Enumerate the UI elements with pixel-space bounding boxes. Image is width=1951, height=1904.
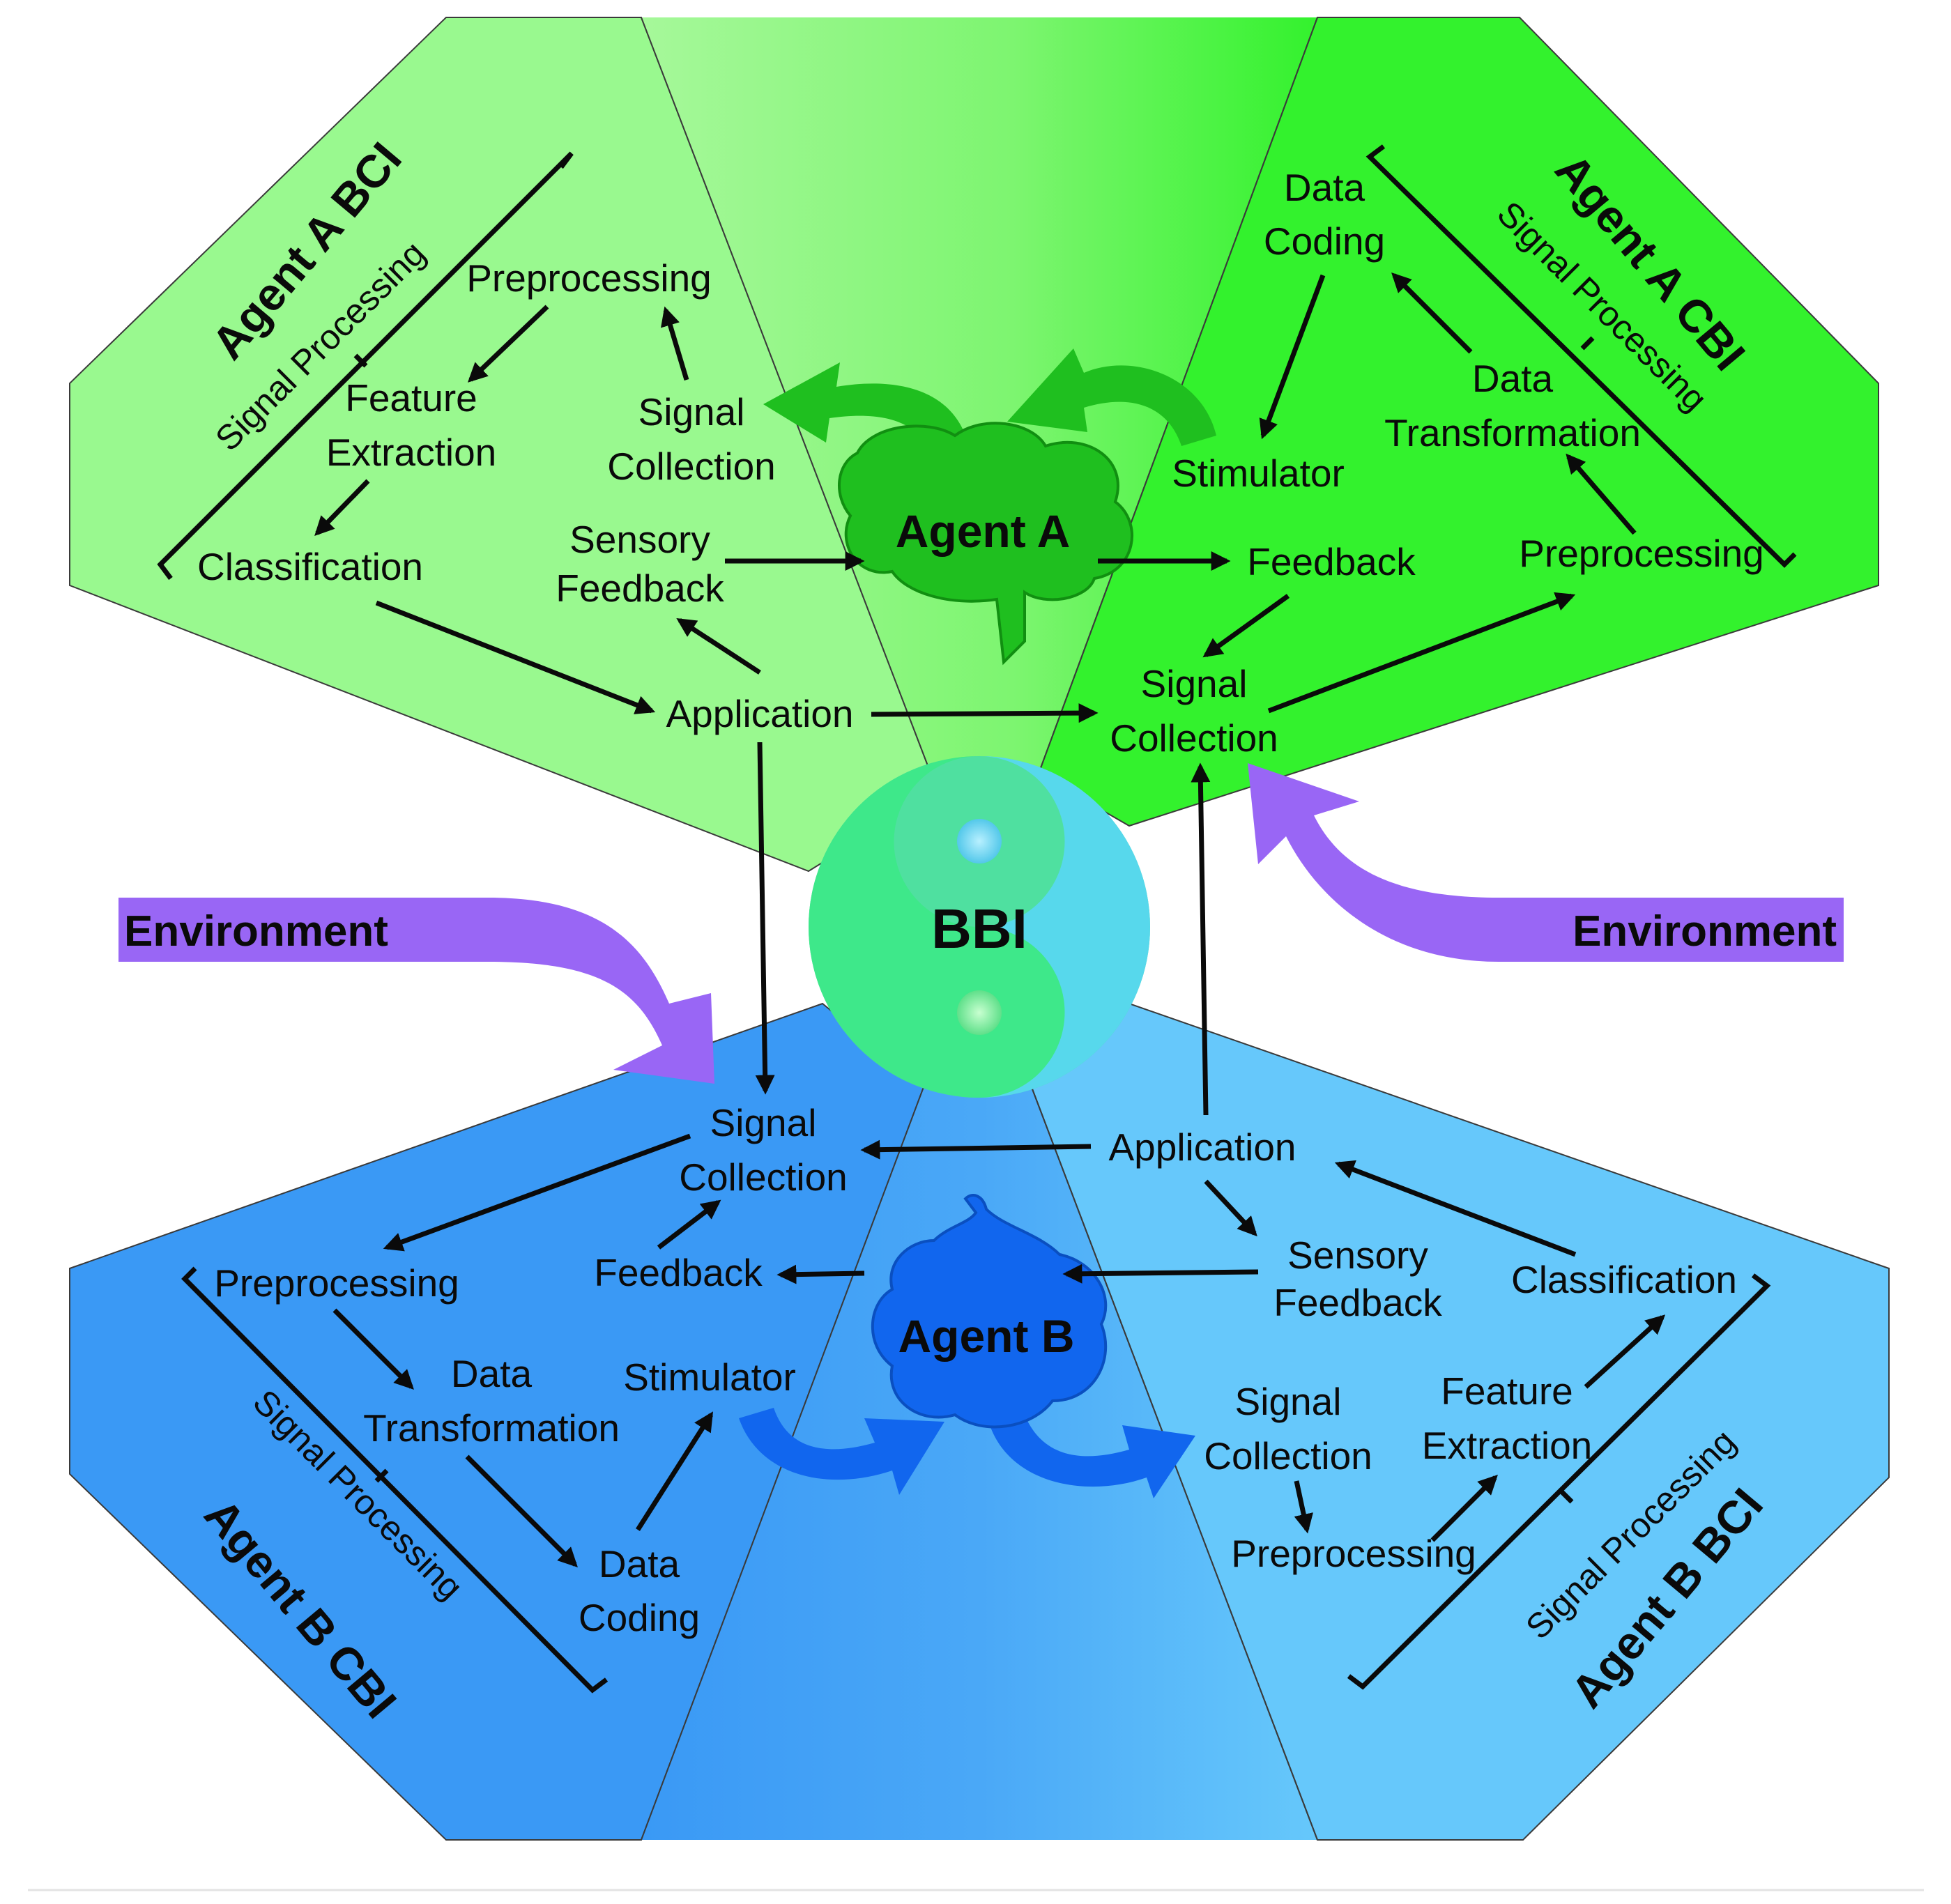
- agent-a-bci-signal-collection-2: Collection: [607, 445, 776, 488]
- arrow-b-pre-to-transform: [332, 1308, 414, 1390]
- arrow-a-app-to-b-sigcol: [755, 742, 775, 1095]
- agent-a-cbi-data-coding-1: Data: [1284, 166, 1365, 209]
- agent-b-cbi-signal-collection-1: Signal: [710, 1101, 817, 1144]
- agent-a-bci-sensory-feedback-2: Feedback: [556, 567, 724, 610]
- agent-a-bci-signal-collection-1: Signal: [638, 390, 745, 433]
- agent-b-cbi-data-coding-2: Coding: [579, 1596, 700, 1639]
- arrow-b-transform-to-coding: [465, 1454, 578, 1567]
- agent-b-cbi-data-coding-1: Data: [599, 1542, 680, 1586]
- agent-b-cbi-data-transformation-1: Data: [451, 1352, 533, 1395]
- agent-b-bci-sensory-feedback-2: Feedback: [1273, 1281, 1442, 1324]
- agent-a-cbi-signal-collection-1: Signal: [1141, 662, 1248, 705]
- agent-a-cbi-signal-collection-2: Collection: [1110, 716, 1278, 760]
- arrow-b-app-to-sigcol: [860, 1139, 1092, 1160]
- agent-b-curved-arrow-left: [739, 1408, 944, 1495]
- environment-arrow-left: Environment: [118, 898, 714, 1084]
- environment-label-left: Environment: [124, 907, 388, 955]
- environment-arrow-right: Environment: [1248, 763, 1844, 962]
- agent-a-curved-arrow-left: [763, 362, 969, 460]
- arrow-b-sensory-to-brain: [1062, 1264, 1259, 1284]
- arrow-b-brain-to-feedback: [776, 1264, 865, 1284]
- agent-a-curved-arrow-right: [1007, 348, 1216, 446]
- arrow-a-sigcol-to-pre: [661, 306, 689, 381]
- agent-b-cbi-feedback: Feedback: [594, 1251, 763, 1294]
- arrow-a-pre-to-feature: [467, 305, 549, 383]
- agent-a-cbi-data-transformation-1: Data: [1472, 357, 1554, 400]
- agent-a-bci-preprocessing: Preprocessing: [466, 256, 712, 300]
- agent-a-bci-feature-extraction-2: Extraction: [326, 431, 497, 474]
- agent-b-bci-signal-collection-1: Signal: [1235, 1380, 1342, 1423]
- arrow-b-feature-to-class: [1584, 1314, 1666, 1389]
- agent-b-curved-arrows: [739, 1408, 1195, 1498]
- agent-a-bci-classification: Classification: [197, 545, 423, 588]
- arrow-a-pre-to-transform: [1566, 453, 1637, 535]
- agent-a-bci-feature-extraction-1: Feature: [345, 376, 477, 420]
- agent-a-center-region: [641, 17, 1317, 791]
- arrow-b-sigcol-to-pre: [1294, 1480, 1313, 1534]
- agent-a-bci-application: Application: [666, 692, 853, 735]
- agent-b-cbi-data-transformation-2: Transformation: [363, 1406, 620, 1450]
- arrow-a-coding-to-stim: [1259, 274, 1326, 440]
- agent-a-curved-arrows: [763, 348, 1216, 460]
- arrow-a-feedback-to-sigcol: [1202, 594, 1290, 658]
- agent-a-bci-sensory-feedback-1: Sensory: [569, 518, 710, 561]
- agent-b-label: Agent B: [898, 1310, 1075, 1362]
- arrow-a-app-to-cbi-sigcol: [871, 703, 1099, 723]
- agent-b-cbi-stimulator: Stimulator: [623, 1356, 796, 1399]
- agent-b-brain: Agent B: [871, 1194, 1108, 1429]
- arrow-b-coding-to-stim: [636, 1411, 714, 1531]
- agent-b-bci-classification: Classification: [1511, 1258, 1737, 1301]
- agent-a-cbi-data-coding-2: Coding: [1264, 220, 1385, 263]
- arrow-a-transform-to-coding: [1391, 272, 1473, 354]
- agent-a-bci-bracket: [157, 151, 574, 581]
- agent-b-center-region: [641, 1087, 1317, 1840]
- bbi-dot-top: [957, 819, 1002, 863]
- agent-b-bci-feature-extraction-1: Feature: [1441, 1369, 1573, 1413]
- agent-b-bci-signal-collection-2: Collection: [1204, 1434, 1372, 1477]
- agent-b-cbi-preprocessing: Preprocessing: [214, 1261, 459, 1305]
- arrow-b-pre-to-feature: [1430, 1475, 1498, 1542]
- bbi-label: BBI: [931, 898, 1027, 960]
- arrow-a-app-to-sensory: [676, 617, 761, 675]
- bbi-dot-bottom: [957, 990, 1002, 1035]
- agent-a-cbi-stimulator: Stimulator: [1172, 452, 1345, 495]
- agent-b-bci-sensory-feedback-1: Sensory: [1287, 1234, 1428, 1277]
- agent-a-cbi-data-transformation-2: Transformation: [1384, 411, 1641, 454]
- agent-b-curved-arrow-right: [990, 1415, 1195, 1498]
- agent-b-cbi-signal-collection-2: Collection: [679, 1156, 848, 1199]
- arrow-b-sigcol-to-pre: [383, 1133, 691, 1252]
- arrow-b-app-to-sensory: [1204, 1179, 1257, 1237]
- agent-b-bci-feature-extraction-2: Extraction: [1422, 1424, 1593, 1467]
- bbi-ball: BBI: [809, 756, 1150, 1098]
- agent-b-bci-bracket: [1347, 1273, 1771, 1690]
- agent-a-cbi-bracket: [1365, 144, 1797, 568]
- arrow-b-app-to-a-sigcol: [1191, 762, 1211, 1116]
- arrow-b-class-to-app: [1334, 1160, 1577, 1257]
- agent-a-label: Agent A: [896, 505, 1071, 557]
- arrow-a-sigcol-to-pre: [1267, 592, 1576, 714]
- agent-a-cbi-feedback: Feedback: [1247, 540, 1416, 583]
- regions: [69, 17, 1890, 1841]
- arrow-b-feedback-to-sigcol: [657, 1199, 721, 1250]
- agent-b-bci-preprocessing: Preprocessing: [1231, 1532, 1476, 1575]
- agent-b-cbi-bracket: [181, 1266, 609, 1694]
- agent-a-brain: Agent A: [838, 422, 1133, 666]
- environment-label-right: Environment: [1573, 907, 1837, 955]
- agent-b-bci-application: Application: [1108, 1126, 1296, 1169]
- arrow-a-feature-to-class: [314, 479, 370, 537]
- arrow-a-class-to-app: [375, 600, 656, 714]
- agent-a-cbi-preprocessing: Preprocessing: [1519, 532, 1764, 575]
